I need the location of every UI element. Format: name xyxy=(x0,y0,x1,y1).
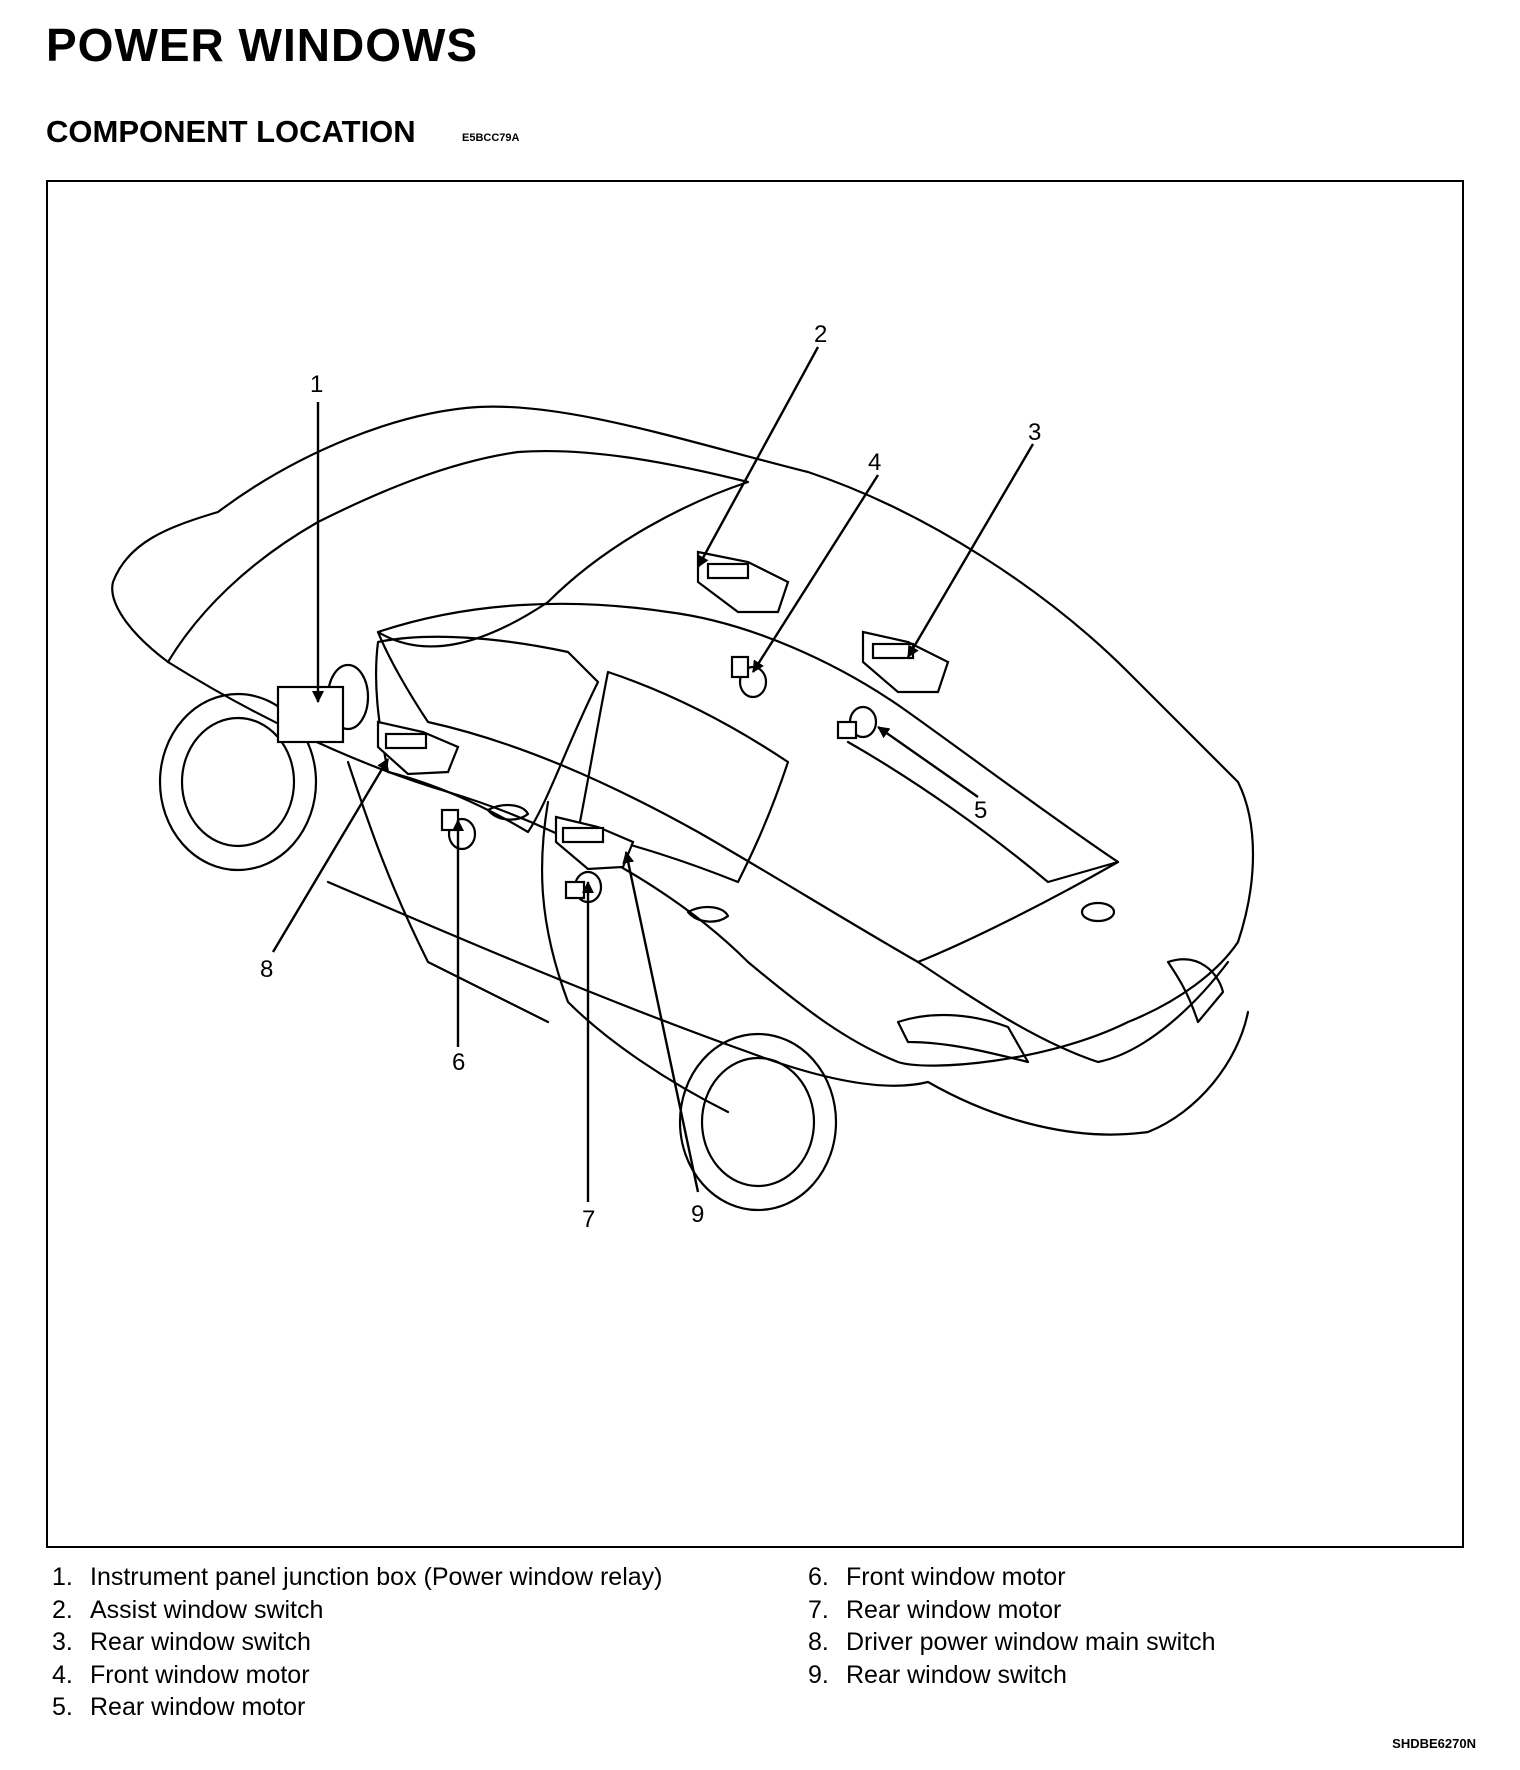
rear-wheel-arch xyxy=(678,1032,838,1212)
car-body-outline xyxy=(111,405,1255,1067)
callout-7: 7 xyxy=(582,1206,595,1233)
roof-outline xyxy=(376,602,1120,964)
driver-main-switch xyxy=(376,720,460,776)
legend-text: Rear window motor xyxy=(90,1693,306,1721)
legend-item: 4. Front window motor xyxy=(52,1659,663,1692)
legend-number: 2. xyxy=(52,1595,73,1624)
legend-number: 3. xyxy=(52,1628,73,1656)
side-sill xyxy=(326,880,930,1087)
callout-8: 8 xyxy=(260,956,273,983)
legend-item: 6. Front window motor xyxy=(808,1561,1216,1594)
legend-number: 1. xyxy=(52,1563,73,1591)
car-diagram: 1 2 3 4 5 6 7 8 9 xyxy=(111,321,1255,1233)
leader-3 xyxy=(906,443,1035,658)
callout-6: 6 xyxy=(452,1049,465,1076)
front-window-motor-right xyxy=(730,655,768,699)
rear-window-motor-left xyxy=(564,870,603,904)
trunk-lid xyxy=(916,960,1230,1064)
legend-text: Front window motor xyxy=(846,1563,1066,1591)
door-line-front xyxy=(346,760,550,1024)
rear-window-motor-right xyxy=(836,705,878,740)
figure-id: SHDBE6270N xyxy=(1392,1736,1476,1751)
legend-item: 7. Rear window motor xyxy=(808,1594,1216,1627)
tail-lamp-right xyxy=(1166,958,1225,1024)
junction-box xyxy=(276,685,345,744)
page-title: POWER WINDOWS xyxy=(46,19,479,71)
legend-number: 8. xyxy=(808,1628,829,1656)
legend-text: Assist window switch xyxy=(90,1595,324,1624)
legend-left: 1. Instrument panel junction box (Power w… xyxy=(52,1561,663,1724)
legend-item: 1. Instrument panel junction box (Power w… xyxy=(52,1561,663,1594)
rear-window xyxy=(576,670,790,884)
rear-wheel xyxy=(700,1056,816,1188)
section-code: E5BCC79A xyxy=(462,132,520,144)
legend-item: 8. Driver power window main switch xyxy=(808,1626,1216,1659)
callout-3: 3 xyxy=(1028,419,1041,446)
diagram-frame: 1 2 3 4 5 6 7 8 9 xyxy=(46,180,1464,1548)
callout-5: 5 xyxy=(974,797,987,824)
leader-8 xyxy=(271,758,390,953)
callout-4: 4 xyxy=(868,449,881,476)
legend-number: 7. xyxy=(808,1595,829,1624)
legend-number: 6. xyxy=(808,1563,829,1591)
assist-window-switch xyxy=(696,550,790,614)
rear-bumper xyxy=(926,1010,1250,1136)
emblem xyxy=(1080,901,1116,923)
legend-number: 4. xyxy=(52,1660,73,1689)
callout-2: 2 xyxy=(814,321,827,348)
front-wheel xyxy=(180,716,296,848)
front-wheel-arch xyxy=(158,692,318,872)
section-title: COMPONENT LOCATION xyxy=(46,114,416,149)
legend-item: 2. Assist window switch xyxy=(52,1594,663,1627)
legend-right: 6. Front window motor 7. Rear window motor… xyxy=(808,1561,1216,1691)
callout-9: 9 xyxy=(691,1201,704,1228)
leader-9 xyxy=(622,851,700,1193)
legend-text: Rear window switch xyxy=(846,1660,1067,1689)
callout-1: 1 xyxy=(310,371,323,398)
hood-outline xyxy=(166,449,750,664)
legend-text: Instrument panel junction box (Power win… xyxy=(90,1563,663,1591)
legend-text: Rear window switch xyxy=(90,1628,311,1656)
door-line-rear xyxy=(540,800,730,1114)
legend-item: 5. Rear window motor xyxy=(52,1691,663,1724)
legend-text: Front window motor xyxy=(90,1660,310,1689)
legend-item: 3. Rear window switch xyxy=(52,1626,663,1659)
tail-lamp-left xyxy=(896,1013,1030,1064)
legend-number: 9. xyxy=(808,1660,829,1689)
front-door-handle xyxy=(486,804,530,821)
leader-5 xyxy=(877,726,979,798)
rear-window-switch-left xyxy=(554,815,635,871)
leader-4 xyxy=(751,474,880,673)
legend-number: 5. xyxy=(52,1693,73,1721)
legend-item: 9. Rear window switch xyxy=(808,1659,1216,1692)
legend-text: Driver power window main switch xyxy=(846,1628,1216,1656)
rear-door-handle xyxy=(686,906,730,923)
legend-text: Rear window motor xyxy=(846,1595,1062,1624)
leader-2 xyxy=(696,346,820,568)
rear-glass xyxy=(846,740,1120,884)
rear-window-switch-right xyxy=(861,630,950,694)
